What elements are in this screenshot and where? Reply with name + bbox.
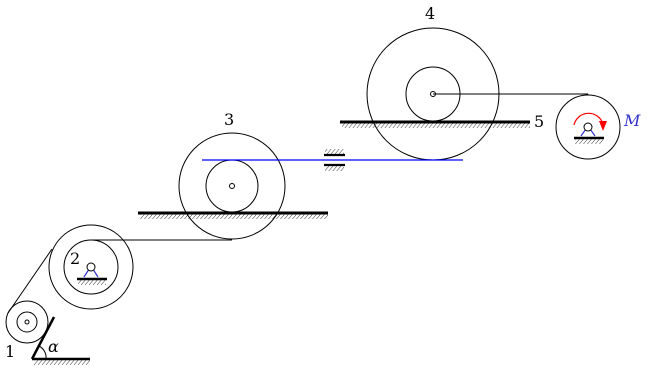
body1-roller [5, 300, 49, 344]
pin-support-icon [574, 122, 604, 144]
label-body2: 2 [70, 249, 80, 268]
label-body5: 5 [534, 112, 544, 131]
label-body3: 3 [224, 110, 234, 129]
rope-1-2 [7, 248, 53, 314]
slide-bearing-icon [324, 149, 345, 171]
curved-arrow-icon [573, 112, 607, 131]
label-angle: α [48, 337, 59, 356]
rope-4-5 [433, 93, 589, 95]
label-body4: 4 [425, 4, 435, 23]
ground-incline [30, 316, 90, 365]
label-body1: 1 [5, 342, 15, 361]
ground-body3 [138, 211, 328, 219]
label-moment: M [623, 111, 641, 130]
pin-support-icon [77, 262, 107, 285]
body3-stepped-wheel [178, 132, 286, 240]
ground-body4 [340, 120, 530, 128]
